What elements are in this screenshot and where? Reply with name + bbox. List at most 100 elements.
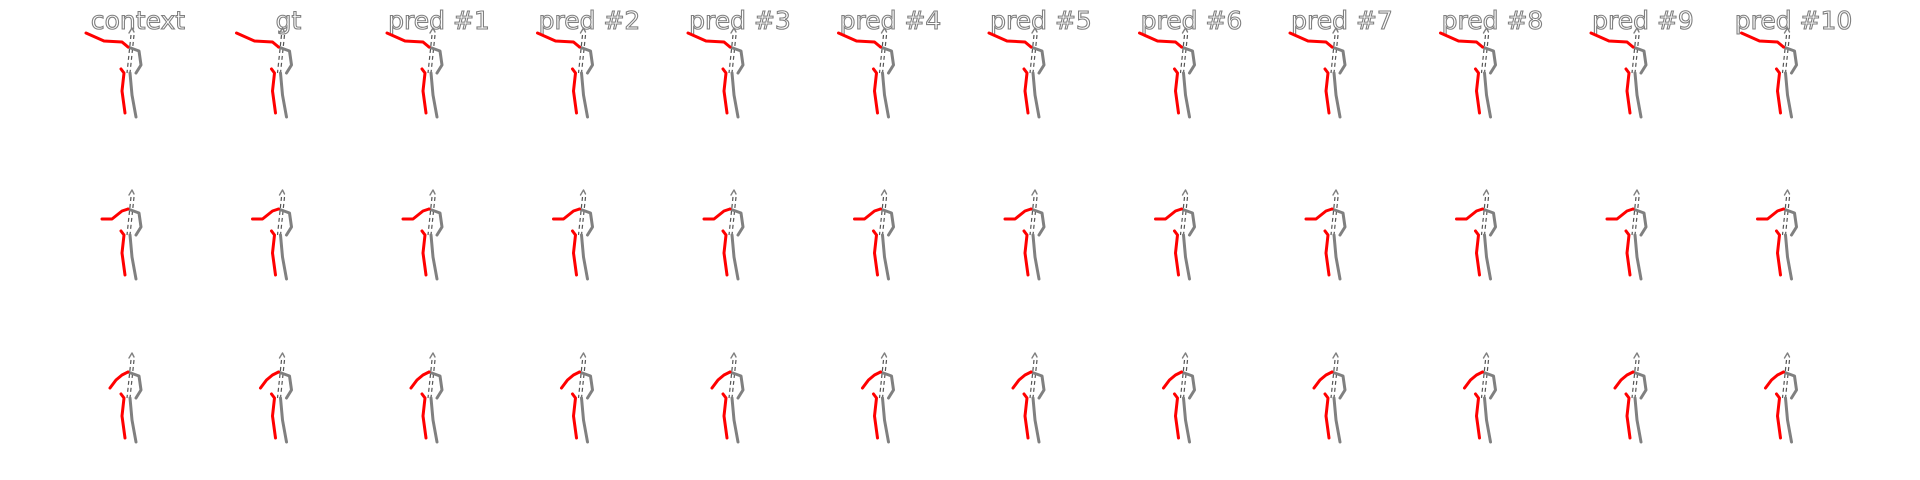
skeleton-row-3 — [259, 352, 293, 444]
spine-line-a — [878, 34, 885, 74]
gray-arm — [126, 207, 143, 237]
spine-line-a — [276, 34, 283, 74]
gray-arm — [1631, 207, 1648, 237]
gray-arm — [578, 45, 594, 75]
red-arm — [401, 207, 431, 221]
spine-line-b — [1634, 359, 1640, 399]
head-marker — [1031, 352, 1038, 359]
head-marker — [128, 189, 135, 196]
gray-arm — [1180, 207, 1196, 237]
head-marker — [1633, 27, 1640, 34]
skeleton-row-2 — [1003, 189, 1046, 281]
red-arm — [100, 207, 130, 221]
gray-leg — [279, 396, 288, 444]
spine-line-a — [427, 196, 433, 236]
gray-arm — [1782, 45, 1798, 75]
head-marker — [1633, 352, 1640, 359]
spine-line-b — [1032, 359, 1038, 399]
skeleton-row-2 — [251, 189, 293, 281]
skeleton-row-1 — [1439, 27, 1497, 119]
skeleton-row-2 — [702, 189, 745, 281]
spine-line-a — [1330, 196, 1336, 236]
column-8: pred #6 — [1138, 5, 1243, 444]
head-marker — [579, 27, 587, 34]
column-11: pred #9 — [1589, 5, 1694, 444]
red-arm — [1439, 31, 1484, 49]
red-arm — [1756, 207, 1785, 221]
gray-leg — [881, 233, 890, 281]
gray-arm — [427, 370, 444, 400]
column-title: pred #5 — [990, 6, 1092, 35]
gray-leg — [279, 233, 288, 281]
head-marker — [278, 352, 286, 359]
red-leg — [119, 67, 127, 115]
spine-line-a — [577, 196, 584, 236]
head-marker — [1783, 352, 1791, 359]
gray-leg — [580, 396, 589, 444]
gray-leg — [881, 396, 890, 444]
head-marker — [880, 352, 888, 359]
spine-line-b — [580, 196, 587, 236]
red-arm — [251, 207, 280, 221]
red-leg — [420, 229, 428, 277]
spine-line-b — [1784, 196, 1791, 236]
red-leg — [1624, 229, 1632, 277]
column-10: pred #8 — [1439, 5, 1544, 444]
skeleton-row-3 — [1463, 352, 1497, 444]
gray-leg — [1182, 233, 1191, 281]
red-arm — [235, 31, 280, 49]
gray-arm — [1029, 370, 1046, 400]
skeleton-row-3 — [1764, 352, 1798, 444]
gray-arm — [277, 370, 293, 400]
head-marker — [429, 189, 436, 196]
gray-arm — [1782, 207, 1798, 237]
red-arm — [108, 370, 130, 390]
gray-arm — [879, 45, 895, 75]
red-arm — [385, 31, 431, 49]
gray-leg — [1784, 71, 1793, 119]
spine-line-a — [1179, 196, 1186, 236]
red-leg — [270, 67, 277, 115]
gray-arm — [578, 207, 594, 237]
spine-line-b — [731, 196, 737, 236]
red-leg — [1775, 67, 1782, 115]
red-arm — [259, 370, 280, 390]
gray-leg — [730, 71, 740, 119]
skeleton-row-3 — [560, 352, 594, 444]
red-leg — [721, 392, 729, 440]
column-3: pred #1 — [385, 5, 490, 444]
skeleton-row-3 — [1011, 352, 1046, 444]
gray-arm — [879, 207, 895, 237]
spine-line-b — [430, 359, 436, 399]
spine-line-b — [279, 359, 286, 399]
gray-arm — [1481, 207, 1497, 237]
spine-line-a — [577, 34, 584, 74]
column-12: pred #10 — [1734, 5, 1853, 444]
gray-leg — [1483, 396, 1492, 444]
red-arm — [1003, 207, 1033, 221]
red-leg — [571, 392, 578, 440]
head-marker — [1181, 27, 1189, 34]
head-marker — [880, 189, 888, 196]
spine-line-a — [1781, 359, 1788, 399]
red-leg — [1474, 229, 1481, 277]
head-marker — [1332, 352, 1339, 359]
red-leg — [119, 392, 127, 440]
column-1: context — [84, 5, 186, 444]
red-arm — [987, 31, 1033, 49]
red-leg — [1022, 392, 1030, 440]
head-marker — [429, 352, 436, 359]
skeleton-row-3 — [409, 352, 444, 444]
red-leg — [872, 392, 879, 440]
gray-leg — [1332, 71, 1342, 119]
red-leg — [420, 392, 428, 440]
column-title: pred #9 — [1592, 6, 1694, 35]
spine-line-a — [728, 359, 734, 399]
spine-line-a — [1480, 359, 1487, 399]
gray-leg — [1784, 396, 1793, 444]
spine-line-a — [1480, 196, 1487, 236]
red-arm — [536, 31, 581, 49]
gray-leg — [1633, 71, 1643, 119]
head-marker — [1031, 27, 1038, 34]
skeleton-row-3 — [1162, 352, 1196, 444]
